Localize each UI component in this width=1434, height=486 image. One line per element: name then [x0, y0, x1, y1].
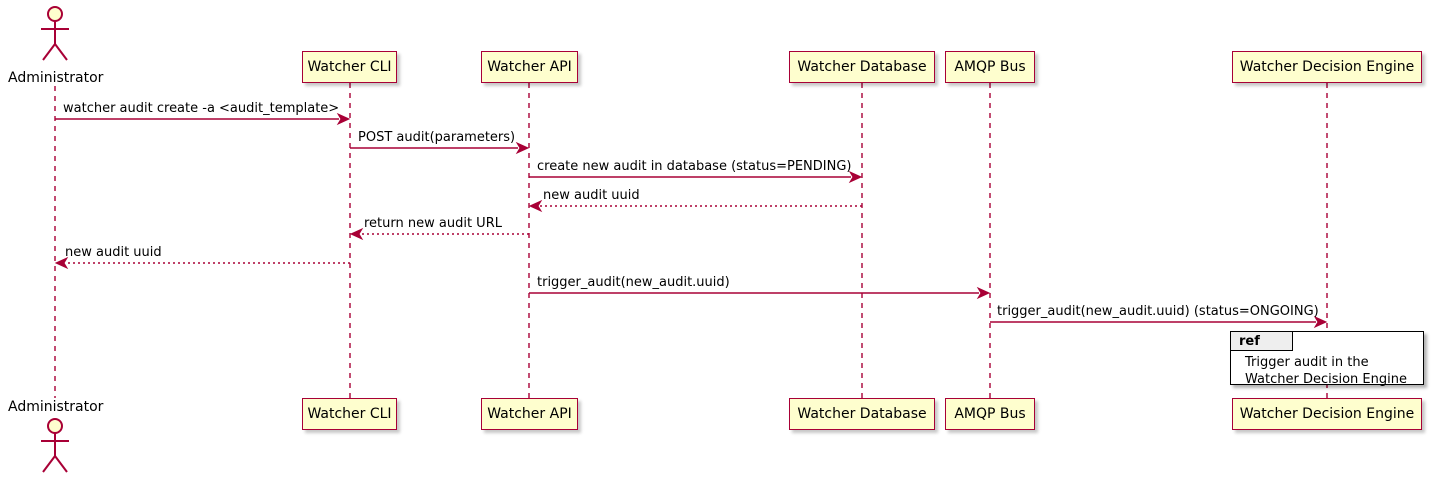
message-2[interactable]: [350, 141, 530, 155]
message-8[interactable]: [990, 315, 1328, 329]
message-arrowhead-5: [349, 227, 364, 241]
message-arrowhead-1: [336, 112, 351, 126]
message-7[interactable]: [529, 286, 991, 300]
message-label-3: create new audit in database (status=PEN…: [537, 159, 852, 174]
message-arrowhead-7: [976, 286, 991, 300]
actor-leg-left: [42, 455, 56, 473]
message-arrowhead-3: [848, 170, 863, 184]
actor-label-administrator-bottom: Administrator: [8, 399, 104, 415]
participant-label: Watcher API: [487, 59, 572, 75]
actor-head-icon: [47, 6, 63, 22]
participant-label: Watcher Database: [797, 406, 927, 422]
ref-line-2: Watcher Decision Engine: [1245, 372, 1407, 387]
participant-box-watcher-cli-top[interactable]: Watcher CLI: [302, 51, 397, 83]
message-label-6: new audit uuid: [65, 245, 162, 260]
actor-leg-right: [54, 43, 68, 61]
message-4[interactable]: [528, 199, 862, 213]
message-arrowhead-8: [1313, 315, 1328, 329]
message-1[interactable]: [55, 112, 351, 126]
actor-figure-administrator-top: [41, 6, 69, 61]
participant-box-watcher-api-top[interactable]: Watcher API: [481, 51, 578, 83]
message-label-7: trigger_audit(new_audit.uuid): [537, 275, 730, 290]
participant-box-watcher-decision-engine-bottom[interactable]: Watcher Decision Engine: [1232, 398, 1422, 430]
message-label-1: watcher audit create -a <audit_template>: [63, 101, 340, 116]
message-arrowhead-2: [515, 141, 530, 155]
message-label-5: return new audit URL: [364, 216, 502, 231]
participant-label: Watcher CLI: [307, 59, 392, 75]
message-5[interactable]: [349, 227, 529, 241]
ref-fragment-tab: ref: [1231, 332, 1293, 351]
actor-head-icon: [47, 418, 63, 434]
participant-box-watcher-database-bottom[interactable]: Watcher Database: [789, 398, 935, 430]
participant-box-watcher-database-top[interactable]: Watcher Database: [789, 51, 935, 83]
message-arrowhead-4: [528, 199, 543, 213]
participant-label: Watcher CLI: [307, 406, 392, 422]
participant-label: Watcher API: [487, 406, 572, 422]
message-6[interactable]: [54, 256, 350, 270]
participant-label: AMQP Bus: [954, 406, 1026, 422]
actor-leg-left: [42, 43, 56, 61]
participant-box-amqp-bus-bottom[interactable]: AMQP Bus: [945, 398, 1035, 430]
participant-label: AMQP Bus: [954, 59, 1026, 75]
message-label-2: POST audit(parameters): [358, 130, 516, 145]
participant-box-watcher-cli-bottom[interactable]: Watcher CLI: [302, 398, 397, 430]
participant-box-watcher-api-bottom[interactable]: Watcher API: [481, 398, 578, 430]
ref-fragment-tab-label: ref: [1239, 333, 1260, 349]
message-arrowhead-6: [54, 256, 69, 270]
participant-box-watcher-decision-engine-top[interactable]: Watcher Decision Engine: [1232, 51, 1422, 83]
participant-label: Watcher Decision Engine: [1239, 59, 1415, 75]
message-label-4: new audit uuid: [543, 188, 640, 203]
message-label-8: trigger_audit(new_audit.uuid) (status=ON…: [997, 304, 1319, 319]
message-3[interactable]: [529, 170, 863, 184]
ref-line-1: Trigger audit in the: [1245, 355, 1369, 370]
actor-figure-administrator-bottom: [41, 418, 69, 473]
actor-leg-right: [54, 455, 68, 473]
participant-box-amqp-bus-top[interactable]: AMQP Bus: [945, 51, 1035, 83]
participant-label: Watcher Decision Engine: [1239, 406, 1415, 422]
actor-label-administrator-top: Administrator: [8, 70, 104, 86]
participant-label: Watcher Database: [797, 59, 927, 75]
